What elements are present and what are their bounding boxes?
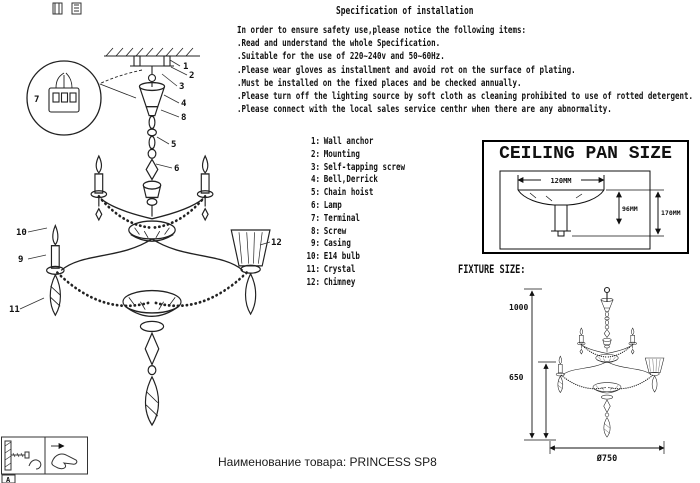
callout-4: 4 <box>181 99 187 109</box>
notice-item: .Please turn off the lighting source by … <box>237 91 694 103</box>
part-label: Crystal <box>323 263 356 275</box>
installation-pictograms: A <box>1 436 88 483</box>
fixture-body <box>555 298 665 438</box>
ceiling-pan-title: CEILING PAN SIZE <box>499 144 672 164</box>
part-number: 10: <box>306 251 320 263</box>
part-number: 11: <box>306 263 320 275</box>
callout-1: 1 <box>183 62 188 72</box>
part-number: 9: <box>310 238 320 250</box>
anchor-icons <box>52 2 82 15</box>
callout-3: 3 <box>179 82 184 92</box>
chandelier-body <box>45 82 272 427</box>
callout-8: 8 <box>181 113 186 123</box>
ceiling-pan-diagram: 120MM 96MM 170MM <box>499 170 681 250</box>
terminal-detail <box>26 60 137 136</box>
part-number: 1: <box>310 136 320 147</box>
fixture-diameter-label: Ø750 <box>596 453 617 464</box>
callout-10: 10 <box>16 228 27 238</box>
safety-notice: In order to ensure safety use,please not… <box>237 24 700 116</box>
part-item: 6:Lamp <box>305 200 405 213</box>
pan-height-label: 96MM <box>622 205 638 213</box>
callout-leaders <box>19 59 271 310</box>
ceiling-pan-shape <box>517 189 605 206</box>
part-label: Mounting <box>323 148 360 160</box>
label-a-box <box>1 474 16 483</box>
notice-item: .Please connect with the local sales ser… <box>237 104 612 116</box>
part-item: 4:Bell,Derrick <box>305 174 405 187</box>
fixture-size-label: FIXTURE SIZE: <box>458 262 526 276</box>
part-number: 3: <box>310 161 320 173</box>
callout-11: 11 <box>9 305 20 315</box>
fixture-body-height-label: 650 <box>509 373 524 382</box>
screw-icon <box>71 2 82 15</box>
callout-9: 9 <box>18 255 23 265</box>
inner-frame <box>499 170 651 250</box>
notice-item: .Suitable for the use of 220~240v and 50… <box>237 51 445 63</box>
pan-width-label: 120MM <box>550 177 571 185</box>
fixture-dimensions <box>524 288 665 454</box>
part-item: 3:Self-tapping screw <box>305 162 405 175</box>
part-number: 5: <box>310 187 320 199</box>
part-number: 12: <box>306 276 320 288</box>
part-label: Screw <box>323 225 347 237</box>
page-title: Specification of installation <box>336 5 474 17</box>
part-label: E14 bulb <box>323 251 360 263</box>
parts-list: 1:Wall anchor 2:Mounting 3:Self-tapping … <box>305 136 438 290</box>
part-label: Chimney <box>323 276 356 288</box>
part-label: Bell,Derrick <box>323 174 378 186</box>
part-label: Terminal <box>323 212 360 224</box>
drilling-pictogram <box>4 440 42 471</box>
notice-item: .Read and understand the whole Specifica… <box>237 38 441 50</box>
fixture-overall-height-label: 1000 <box>509 303 528 312</box>
part-label: Casing <box>323 238 351 250</box>
detail-circle <box>26 60 102 136</box>
pan-total-height-label: 170MM <box>661 209 681 217</box>
notice-intro: In order to ensure safety use,please not… <box>237 25 526 36</box>
chandelier-diagram: 1 2 3 4 8 5 6 7 10 9 11 12 <box>9 47 282 427</box>
part-item: 1:Wall anchor <box>305 136 405 149</box>
part-item: 10:E14 bulb <box>305 251 405 264</box>
ceiling-mount <box>98 47 200 87</box>
part-label: Chain hoist <box>323 187 374 199</box>
callout-12: 12 <box>271 238 282 248</box>
part-number: 8: <box>310 225 320 237</box>
notice-item: .Please wear gloves as installment and a… <box>237 64 576 76</box>
part-number: 4: <box>310 174 320 186</box>
part-item: 12:Chimney <box>305 277 405 290</box>
fixture-size-diagram: 1000 650 Ø750 <box>509 286 665 464</box>
part-item: 8:Screw <box>305 226 405 239</box>
part-item: 9:Casing <box>305 238 405 251</box>
part-number: 6: <box>310 199 320 211</box>
part-item: 11:Crystal <box>305 264 405 277</box>
notice-item: .Must be installed on the fixed places a… <box>237 77 522 89</box>
part-label: Lamp <box>323 199 342 211</box>
part-label: Self-tapping screw <box>323 161 406 173</box>
product-name: Наименование товара: PRINCESS SP8 <box>218 455 437 469</box>
part-label: Wall anchor <box>323 136 374 147</box>
callout-6: 6 <box>174 164 179 174</box>
callout-7: 7 <box>34 95 39 105</box>
callout-2: 2 <box>189 71 194 81</box>
part-item: 5:Chain hoist <box>305 187 405 200</box>
part-item: 2:Mounting <box>305 149 405 162</box>
anchor-icon <box>52 2 63 15</box>
part-number: 7: <box>310 212 320 224</box>
ceiling-pan-size-box: CEILING PAN SIZE 120MM 96MM 170MM <box>482 140 689 254</box>
callout-numbers: 1 2 3 4 8 5 6 7 10 9 11 12 <box>9 62 282 315</box>
part-item: 7:Terminal <box>305 213 405 226</box>
part-number: 2: <box>310 148 320 160</box>
hand-pictogram <box>51 443 78 470</box>
callout-5: 5 <box>171 140 176 150</box>
label-a: A <box>6 476 11 483</box>
